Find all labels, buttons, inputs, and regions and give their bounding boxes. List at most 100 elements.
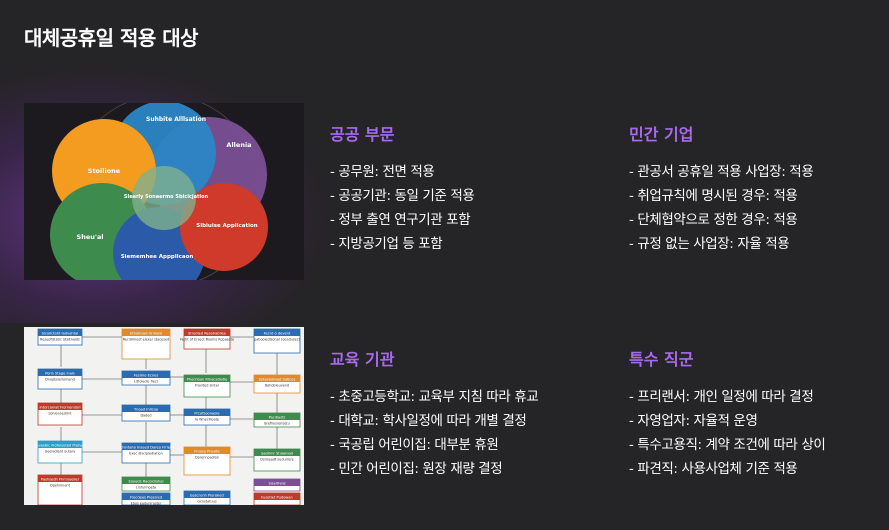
flow-box-body: Daded <box>140 414 151 418</box>
flow-box-header <box>122 329 170 336</box>
flow-box-title: Fecrd o devent <box>264 331 291 335</box>
flow-box-body: Littoledic fiect <box>134 380 159 384</box>
venn-label-0: Stoilione <box>88 167 121 175</box>
flow-box-title: Pashsedh Fhmnoelier <box>41 477 80 481</box>
flow-box-title: Gevesbic Frofoisuted Prehent <box>34 443 87 447</box>
flow-box-body: Lrsfulmoeta <box>136 486 156 490</box>
section-public: 공공 부문 - 공무원: 전면 적용 - 공공기관: 동일 기준 적용 - 정부… <box>330 124 580 256</box>
flow-box: Siseltlvial <box>253 478 301 492</box>
flow-box-title: Pacdiasts <box>269 415 286 419</box>
flow-box-header <box>38 369 82 376</box>
flow-box-header <box>122 443 170 450</box>
flow-box-title: Sicolictaht Iadvehtal <box>42 331 79 335</box>
flow-box-body: Dnoptaleriomand <box>45 378 75 382</box>
list-item: - 대학교: 학사일정에 따라 개별 결정 <box>330 413 527 429</box>
section-education: 교육 기관 - 초중고등학교: 교육부 지침 따라 휴교 - 대학교: 학사일정… <box>330 349 580 481</box>
section-heading: 민간 기업 <box>629 125 694 144</box>
flow-box-body: Ia Wnecllioate <box>195 418 219 422</box>
list-item: - 민간 어린이집: 원장 재량 결정 <box>330 461 503 477</box>
flow-box-title: Fusotiet Pudowen <box>261 495 293 499</box>
flow-box-body: Sohionsedrint <box>48 412 72 416</box>
venn-label-5: Sibiuise Application <box>196 223 258 229</box>
flow-box-body: Geeiadiant outary <box>45 450 76 454</box>
flow-box-title: Frnosa Proulte <box>194 449 220 453</box>
flow-box-header <box>38 441 82 448</box>
section-heading: 특수 직군 <box>629 350 694 369</box>
list-item: - 초중고등학교: 교육부 지침 따라 휴교 <box>330 389 539 405</box>
flow-box-header <box>254 413 300 420</box>
flow-box-header <box>184 491 230 498</box>
flow-box-body: Gcnstatuus <box>197 500 216 504</box>
flow-box-header <box>122 477 170 484</box>
flow-box-header <box>254 479 300 486</box>
list-item: - 공무원: 전면 적용 <box>330 164 435 180</box>
flow-box-header <box>254 493 300 500</box>
flow-box-body: Exoc disciplediation <box>129 452 163 456</box>
flow-box-header <box>254 329 300 336</box>
flow-box-title: Tnoad Inllcoa <box>133 407 158 411</box>
flow-box-header <box>38 329 82 336</box>
flow-box-body: Recidimeof elexer stacesed <box>123 338 170 342</box>
flow-box-body: Dprennoadion <box>195 456 219 460</box>
flow-box-body: pabooledisonal socadusect <box>254 338 301 342</box>
list-item: - 파견직: 사용사업체 기준 적용 <box>629 461 798 477</box>
flow-box-header <box>254 375 300 382</box>
flow-box-body: Frovited sinter <box>195 384 220 388</box>
venn-label-2: Allenia <box>226 141 251 149</box>
flow-box: Fusotiet Pudowen <box>253 492 301 505</box>
flow-box-title: Phochbon Rinacsdiatle <box>187 377 229 381</box>
flow-box-header <box>122 405 170 412</box>
flow-box-title: Etholiciad Iiciliosd <box>130 331 162 335</box>
flow-box-body: Fedrt of Ersect Rooms Ropasate <box>180 338 234 342</box>
flow-box-header <box>122 493 170 500</box>
flow-box-header <box>184 375 230 382</box>
list-item: - 프리랜서: 개인 일정에 따라 결정 <box>629 389 814 405</box>
flow-box: Fecrd o devent pabooledisonal socadusect <box>253 328 301 354</box>
venn-label-6: Siememhee Appplicaon <box>121 254 194 260</box>
section-heading: 공공 부문 <box>330 125 395 144</box>
flow-box-header <box>38 475 82 482</box>
list-item: - 특수고용직: 계약 조건에 따라 상이 <box>629 437 826 453</box>
list-item: - 국공립 어린이집: 대부분 휴원 <box>330 437 499 453</box>
list-item: - 자영업자: 자율적 운영 <box>629 413 758 429</box>
flow-box-body: Dpehninent <box>50 484 70 488</box>
flow-box-body: Dsriseadt sudurrere <box>260 458 294 462</box>
flow-box-body: Ebos eaduniraster <box>131 502 162 506</box>
flow-box-title: Chintaho Inseed Dareo Frrien <box>120 445 172 449</box>
flow-box-title: Sadlnnr Stulaniad <box>261 451 293 455</box>
flow-box-title: Stredied Resohabilee <box>188 331 227 335</box>
flow-box-header <box>184 409 230 416</box>
flow-box-body: Reseofistatic Staitnalds <box>40 338 80 342</box>
flow-box-header <box>254 449 300 456</box>
venn-label-1: Suhbite Alllsation <box>146 116 206 123</box>
flow-box-header <box>122 371 170 378</box>
page-title: 대체공휴일 적용 대상 <box>24 26 199 50</box>
list-item: - 공공기관: 동일 기준 적용 <box>330 188 475 204</box>
list-item: - 규정 없는 사업장: 자율 적용 <box>629 236 790 252</box>
list-item: - 지방공기업 등 포함 <box>330 236 443 252</box>
flow-box-body: Bohobieuvend <box>265 384 289 388</box>
flow-box-title: Poris Stage inals <box>45 371 75 375</box>
section-private: 민간 기업 - 관공서 공휴일 적용 사업장: 적용 - 취업규칙에 명시된 경… <box>629 124 879 256</box>
list-item: - 취업규칙에 명시된 경우: 적용 <box>629 188 798 204</box>
flow-box-title: Eooeds Racoidiohal <box>129 479 164 483</box>
flow-box-header <box>184 329 230 336</box>
flow-box-title: Fesmio Ecnes <box>134 373 159 377</box>
